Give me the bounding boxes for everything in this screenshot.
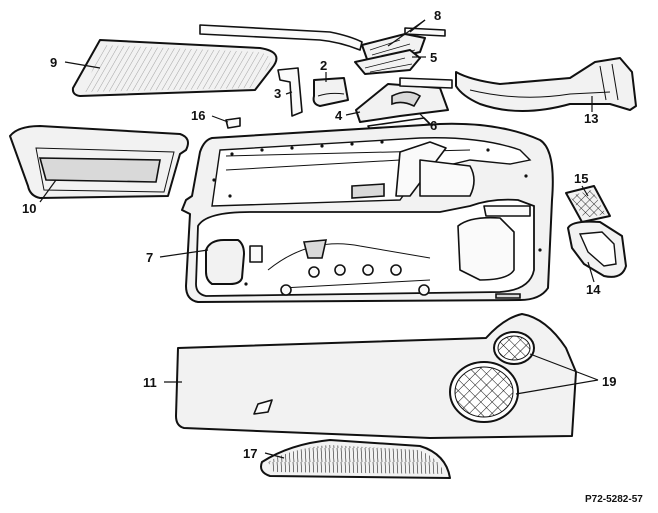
part-9-window-glass (71, 39, 278, 97)
callout-labels: 2 3 4 5 6 7 8 9 10 11 13 14 15 16 17 19 … (22, 8, 643, 505)
part-5-bracket (354, 49, 421, 75)
callout-11: 11 (143, 375, 157, 390)
callout-4: 4 (335, 108, 343, 123)
callout-17: 17 (243, 446, 257, 461)
callout-5: 5 (430, 50, 437, 65)
part-7-door-inner-panel (181, 122, 554, 303)
callout-14: 14 (586, 282, 601, 297)
part-15-tweeter-grille (565, 185, 611, 223)
callout-7: 7 (146, 250, 153, 265)
callout-6: 6 (430, 118, 437, 133)
callout-15: 15 (574, 171, 588, 186)
part-10-map-pocket (9, 125, 189, 199)
part-19-speaker-grilles (449, 331, 535, 423)
part-8-upper-seal (199, 24, 446, 63)
part-13-sill-trim (455, 57, 637, 112)
part-17-carpet-insert (260, 439, 451, 479)
callout-8: 8 (434, 8, 441, 23)
leader-lines (39, 19, 599, 459)
part-2-cover (312, 77, 349, 107)
part-14-gasket (567, 220, 627, 278)
callout-10: 10 (22, 201, 36, 216)
callout-19: 19 (602, 374, 616, 389)
callout-16: 16 (191, 108, 205, 123)
reference-code: P72-5282-57 (585, 494, 643, 505)
door-panel-fastener-dots (212, 140, 542, 286)
part-3-rod (277, 67, 303, 117)
part-16-clip (225, 117, 241, 129)
part-4-trim (355, 83, 449, 123)
callout-13: 13 (584, 111, 598, 126)
callout-9: 9 (50, 55, 57, 70)
callout-2: 2 (320, 58, 327, 73)
callout-3: 3 (274, 86, 281, 101)
